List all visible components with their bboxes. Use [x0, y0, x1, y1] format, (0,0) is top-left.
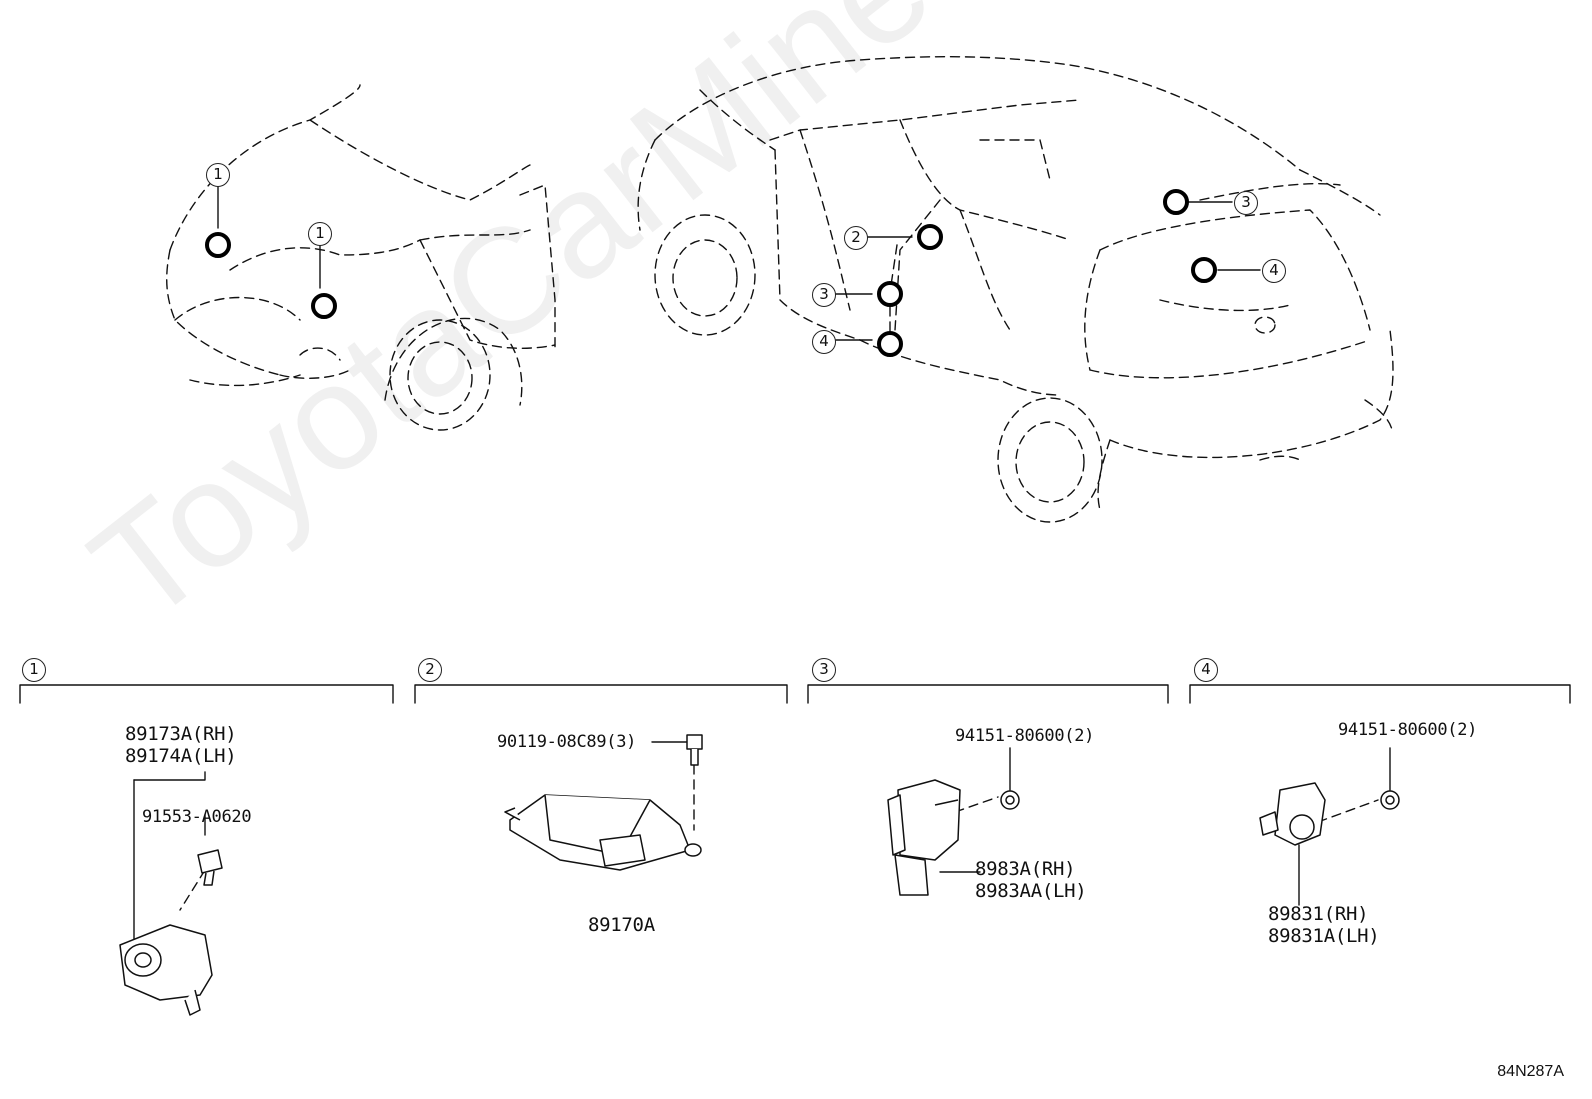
section-1-number: 1 — [22, 658, 46, 682]
part-nut-94151-b — [1380, 790, 1400, 810]
part-label-89170A: 89170A — [588, 914, 655, 936]
marker-side-lower — [877, 331, 903, 357]
callout-3-rear: 3 — [1234, 191, 1258, 215]
part-airbag-ecu-drawing — [504, 794, 702, 871]
part-front-sensor-drawing — [119, 924, 213, 1016]
callout-4-rear: 4 — [1262, 259, 1286, 283]
diagram-code: 84N287A — [1497, 1063, 1564, 1080]
dashed-connectors — [179, 244, 1379, 911]
marker-front-right — [311, 293, 337, 319]
location-markers — [205, 189, 1217, 357]
part-label-90119: 90119-08C89(3) — [497, 732, 637, 752]
marker-rear-upper — [1163, 189, 1189, 215]
part-label-94151-section3: 94151-80600(2) — [955, 726, 1095, 746]
callout-1-front-right: 1 — [308, 222, 332, 246]
section-2-number: 2 — [418, 658, 442, 682]
callout-2: 2 — [844, 226, 868, 250]
part-bolt-90119 — [686, 734, 703, 766]
marker-front-left — [205, 232, 231, 258]
section-3-number: 3 — [812, 658, 836, 682]
part-label-89831: 89831(RH) — [1268, 903, 1369, 925]
callout-4-side: 4 — [812, 330, 836, 354]
part-label-89173A: 89173A(RH) — [125, 723, 237, 745]
part-side-sensor-drawing — [887, 779, 961, 896]
part-label-91553: 91553-A0620 — [142, 807, 252, 827]
rear-car-outline — [637, 56, 1394, 523]
part-label-94151-section4: 94151-80600(2) — [1338, 720, 1478, 740]
marker-rear-lower — [1191, 257, 1217, 283]
part-nut-94151-a — [1000, 790, 1020, 810]
part-label-89831A: 89831A(LH) — [1268, 925, 1380, 947]
part-label-89174A: 89174A(LH) — [125, 745, 237, 767]
front-car-outline — [166, 84, 556, 431]
callout-1-front-left: 1 — [206, 163, 230, 187]
part-label-8983AA: 8983AA(LH) — [975, 880, 1087, 902]
part-rear-sensor-drawing — [1259, 782, 1326, 846]
marker-side-upper — [877, 281, 903, 307]
callout-3-side: 3 — [812, 283, 836, 307]
part-label-8983A: 8983A(RH) — [975, 858, 1076, 880]
leader-lines — [133, 185, 1391, 941]
section-4-number: 4 — [1194, 658, 1218, 682]
part-bolt-91553 — [197, 849, 223, 886]
section-brackets — [19, 684, 1571, 704]
marker-center — [917, 224, 943, 250]
